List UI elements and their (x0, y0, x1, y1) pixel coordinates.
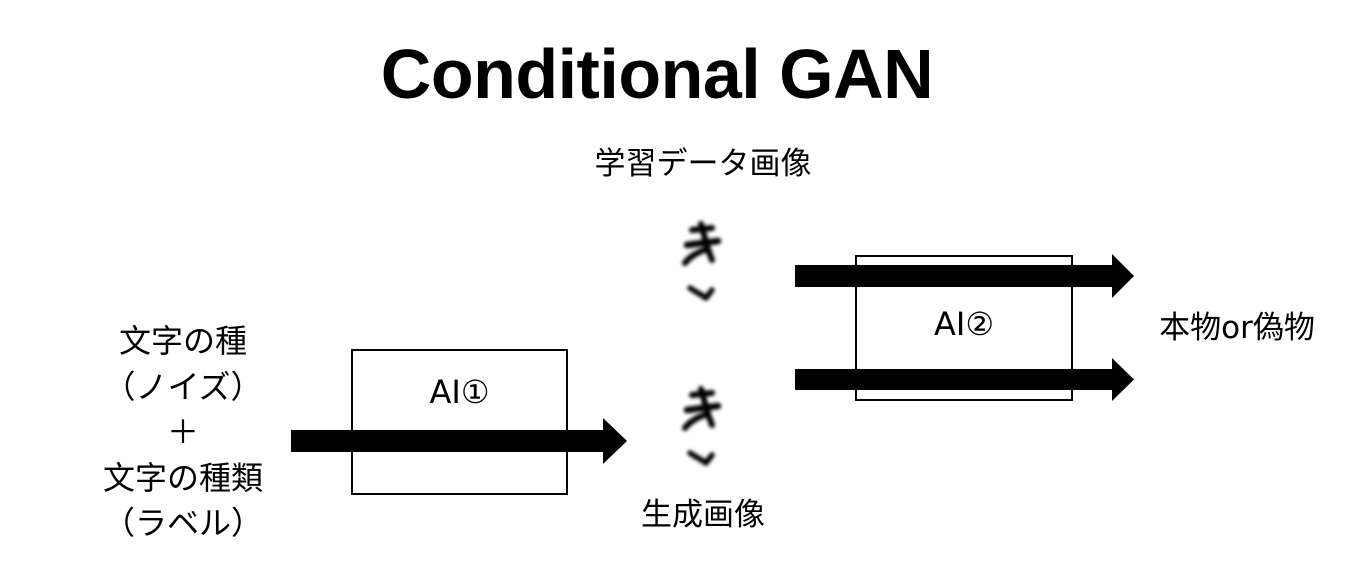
input-plus-sign: ＋ (166, 413, 199, 451)
input-class-note: （ラベル） (102, 504, 263, 542)
generated-image (682, 386, 722, 466)
discriminator-box: AI② (855, 255, 1073, 401)
generator-input-label: 文字の種 （ノイズ） ＋ 文字の種類 （ラベル） (63, 319, 303, 547)
generated-image-label: 生成画像 (641, 497, 765, 533)
generator-label: AI① (429, 373, 490, 411)
input-class-title: 文字の種類 (102, 458, 263, 497)
input-noise-note: （ノイズ） (103, 367, 263, 406)
training-data-label: 学習データ画像 (594, 146, 812, 182)
training-data-image (682, 221, 722, 301)
handwritten-ki-glyph (682, 386, 722, 466)
handwritten-ki-glyph (682, 221, 722, 301)
input-noise-title: 文字の種 (118, 322, 247, 360)
discriminator-label: AI② (933, 305, 994, 343)
real-or-fake-label: 本物or偽物 (1159, 310, 1315, 346)
generator-box: AI① (351, 349, 568, 495)
diagram-title: Conditional GAN (380, 35, 934, 113)
